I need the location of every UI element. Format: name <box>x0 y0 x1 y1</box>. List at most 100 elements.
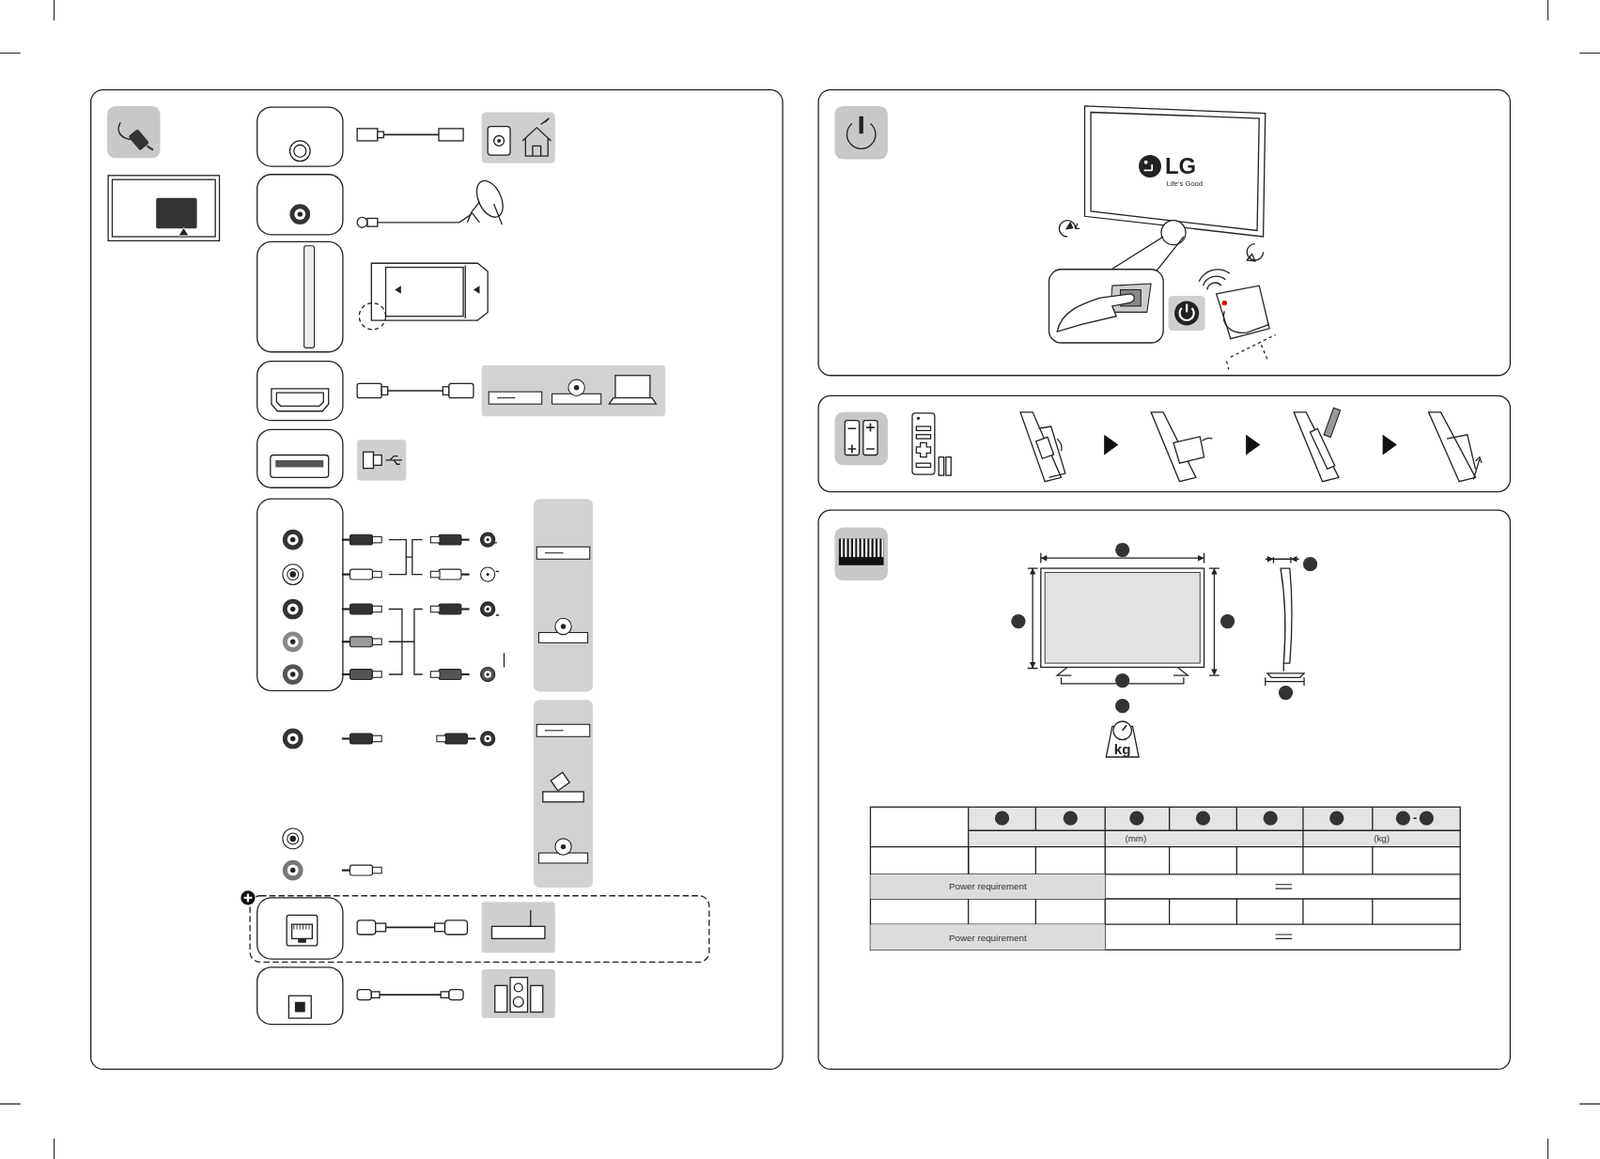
antenna-port <box>289 111 555 163</box>
lan-port-part <box>244 894 253 903</box>
tv-outline-part <box>1265 557 1305 686</box>
callout-marker-part <box>1115 699 1130 714</box>
av-composite-part <box>282 828 304 850</box>
tv-back-part <box>155 198 197 230</box>
lan-port-part <box>434 923 446 933</box>
hdmi-port-part <box>276 392 324 406</box>
lan-port-part <box>529 910 531 927</box>
hdmi-port-part <box>388 389 444 392</box>
battery-step-part <box>1103 434 1398 456</box>
spec-table-part <box>1196 811 1211 826</box>
usb-port-part <box>357 439 406 481</box>
optical-port-part <box>288 995 311 1019</box>
cell-text: Power requirement <box>948 932 1027 943</box>
hdmi-port-part <box>608 398 656 405</box>
usb-port-part <box>270 454 329 478</box>
av-composite <box>282 699 593 888</box>
power-button-inset-part <box>1174 300 1199 326</box>
panel-frame <box>91 90 1511 1071</box>
optical-port-part <box>295 1002 306 1013</box>
power-icon-part <box>858 116 863 134</box>
satellite-port-part <box>466 201 502 225</box>
av-jacks-part <box>388 540 423 575</box>
av-composite-part <box>481 731 496 746</box>
ci-slot-part <box>358 303 386 330</box>
av-jacks-part <box>341 569 382 580</box>
battery-icon <box>834 412 887 466</box>
hdmi-port-part <box>442 387 450 396</box>
lan-port <box>240 890 710 963</box>
tv-back-part <box>108 175 219 242</box>
av-jacks-part <box>533 498 593 692</box>
power-button-inset <box>1049 269 1276 370</box>
tv-front-part <box>1246 244 1263 262</box>
satellite-port-part <box>289 203 311 225</box>
lan-port-part <box>492 926 545 939</box>
tv-front <box>1058 106 1265 272</box>
spec-table-part <box>1263 811 1278 826</box>
battery-step-part <box>1323 407 1341 437</box>
port-box-part <box>257 241 343 352</box>
port-box-part <box>257 967 343 1026</box>
optical-port-part <box>371 992 380 999</box>
power-button-inset-part <box>1216 285 1270 339</box>
tv-front-part <box>1108 236 1184 272</box>
hdmi-port-part <box>381 387 389 396</box>
av-jacks-part <box>282 529 304 551</box>
spec-table-part <box>1129 811 1144 826</box>
table-cell: Power requirement <box>869 924 1105 950</box>
remote-control-part <box>916 442 931 457</box>
tv-front-part <box>1144 164 1153 171</box>
tv-front-part <box>1138 155 1162 178</box>
power-button-inset-part <box>1056 294 1134 332</box>
tv-front-part <box>1065 221 1074 231</box>
usb-port <box>270 439 406 481</box>
battery-step <box>1020 407 1482 482</box>
port-box-part <box>257 107 343 167</box>
av-jacks-part <box>341 604 382 615</box>
callout-marker <box>1010 543 1318 714</box>
power-button-inset-part <box>1226 334 1275 370</box>
satellite-port-part <box>367 217 378 227</box>
cell-text: Power requirement <box>948 882 1027 893</box>
av-composite-part <box>436 733 476 745</box>
remote-control-part <box>938 457 944 477</box>
av-composite-part <box>538 838 588 864</box>
remote-control-part <box>916 463 931 467</box>
spec-table-part <box>869 830 1461 925</box>
connection-icon-part <box>107 106 160 158</box>
table-cell: Power requirement <box>869 874 1105 900</box>
antenna-port-part <box>481 111 556 163</box>
hdmi-port-part <box>481 365 666 417</box>
port-box-part <box>257 361 343 421</box>
tv-front-part <box>1144 160 1149 165</box>
lan-port-part <box>286 915 318 947</box>
lan-port-part <box>357 920 376 935</box>
range-dash: - <box>1413 812 1417 824</box>
battery-step-part <box>1020 412 1066 482</box>
antenna-port-part <box>494 135 505 146</box>
av-jacks-part <box>341 669 382 681</box>
dimension-icon-part <box>838 539 885 559</box>
antenna-port-part <box>357 128 378 141</box>
tv-back <box>108 175 219 242</box>
hdmi-port-part <box>449 383 474 398</box>
table-cell: (mm) <box>968 830 1304 847</box>
av-composite-part <box>536 724 590 737</box>
tv-outline-part <box>1267 556 1297 563</box>
port-box-part <box>257 898 343 960</box>
optical-port-part <box>357 990 372 1001</box>
spec-table-part <box>968 807 1461 847</box>
hdmi-port-part <box>488 391 542 404</box>
remote-control-part <box>916 434 931 439</box>
av-jacks-part <box>481 667 496 682</box>
ci-slot <box>304 246 488 349</box>
av-jacks-part <box>282 599 304 621</box>
spec-table-part <box>1396 811 1411 826</box>
satellite-port-part <box>357 217 368 228</box>
power-button-inset-part <box>1222 300 1228 306</box>
av-composite-part <box>341 733 382 745</box>
power-button-inset-part <box>1168 295 1206 331</box>
av-composite-part <box>550 772 570 791</box>
optical-port-part <box>495 985 508 1012</box>
